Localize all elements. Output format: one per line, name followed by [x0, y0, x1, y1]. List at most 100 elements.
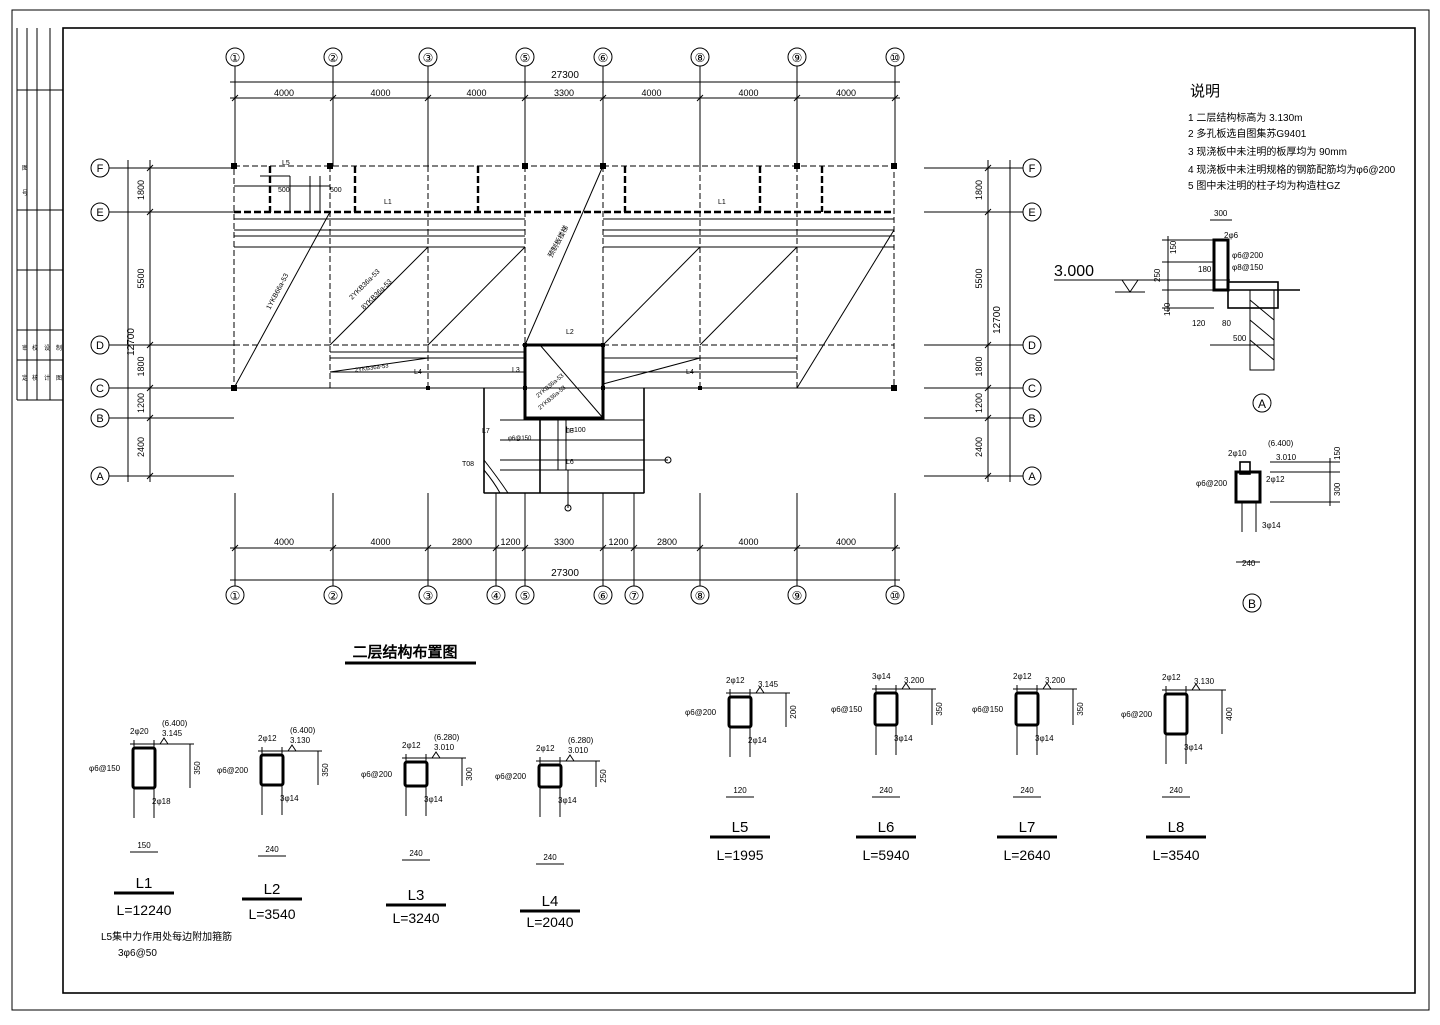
beam-length: L=2040 [526, 914, 573, 930]
svg-text:审: 审 [22, 344, 28, 352]
beam-stirrup [131, 746, 157, 790]
detail-b-rebar-side: 2φ12 [1266, 475, 1285, 484]
beam-length: L=3540 [1152, 847, 1199, 863]
axis-label: ② [328, 51, 339, 65]
detail-b-dim-240: 240 [1242, 559, 1256, 568]
dim-text-top: 4000 [836, 88, 856, 98]
dim-500b: 500 [330, 187, 342, 194]
beam-label-l8: L8 [566, 428, 574, 435]
beam-label-l1: L1 [384, 199, 392, 206]
axis-label: ⑤ [520, 51, 531, 65]
beam-stirrup [259, 753, 285, 787]
detail-a-dim-250: 250 [1153, 268, 1162, 282]
detail-a-dim-120: 120 [1192, 319, 1206, 328]
beam-top-rebar: 2φ20 [130, 727, 149, 736]
beam-level-value: 3.200 [904, 676, 925, 685]
beam-level-value: 3.200 [1045, 676, 1066, 685]
column [426, 386, 430, 390]
detail-b-mark: B [1248, 597, 1256, 611]
beam-length: L=5940 [862, 847, 909, 863]
dim-tick [146, 384, 154, 392]
axis-label: ⑩ [890, 51, 901, 65]
dim-tick [521, 544, 529, 552]
beam-level-lower: 3.010 [568, 746, 589, 755]
beam-height-dim: 250 [599, 769, 608, 783]
beam-level-value: 3.130 [1194, 677, 1215, 686]
dim-tick [521, 94, 529, 102]
dim-text-top: 4000 [738, 88, 758, 98]
plan-labels: L1 L1 L2 L3 L4 L4 L5 L7 L8 L6 500 500 h=… [266, 160, 726, 468]
beam-height-dim: 350 [935, 702, 944, 716]
detail-a: 3.000 300 150 250 180 100 120 80 500 2φ6… [1054, 209, 1300, 413]
dim-tick [984, 384, 992, 392]
beam-name: L1 [136, 875, 153, 892]
beam-bottom-rebar: 3φ14 [280, 794, 299, 803]
beam-level-lower: 3.145 [162, 729, 183, 738]
dim-tick [492, 544, 500, 552]
dim-text-top: 4000 [466, 88, 486, 98]
svg-text:计: 计 [44, 374, 50, 382]
note-5: 5 图中未注明的柱子均为构造柱GZ [1188, 179, 1340, 192]
dim-text-bottom: 2800 [657, 537, 677, 547]
title-strip: 图 号 审 定 校 核 设 计 制 图 [16, 28, 63, 401]
beam-width-dim: 240 [1020, 786, 1034, 795]
dim-tick [146, 341, 154, 349]
beam-level-mark [565, 754, 575, 762]
beam-note-line1: L5集中力作用处每边附加箍筋 [101, 930, 232, 943]
beam-level-mark [1191, 683, 1201, 691]
axis-label: ⑥ [598, 589, 609, 603]
row-axis-label-left: B [96, 413, 103, 425]
dim-text-right: 1200 [974, 393, 984, 413]
beam-top-rebar: 2φ12 [536, 744, 555, 753]
detail-a-level: 3.000 [1054, 263, 1094, 280]
dim-text-bottom: 4000 [370, 537, 390, 547]
beam-height-dim: 300 [465, 767, 474, 781]
beam-height-dim: 350 [193, 761, 202, 775]
detail-a-dim-100: 100 [1163, 302, 1172, 316]
dim-text-bottom: 2800 [452, 537, 472, 547]
beam-level-mark [159, 737, 169, 745]
beam-level-lower: 3.010 [434, 743, 455, 752]
beam-label-l1b: L1 [718, 199, 726, 206]
beam-level-value: 3.145 [758, 680, 779, 689]
detail-a-rebar-1: 2φ6 [1224, 231, 1239, 240]
overall-dim-bottom: 27300 [551, 568, 579, 579]
svg-text:校: 校 [32, 344, 38, 352]
beam-label-l3: L3 [512, 367, 520, 374]
stair-core [483, 343, 672, 512]
row-axis-label-left: C [96, 383, 104, 395]
axis-label: ③ [423, 51, 434, 65]
detail-a-dim-180: 180 [1198, 265, 1212, 274]
slab-thickness: h=100 [566, 427, 586, 434]
detail-b-stirrup: φ6@200 [1196, 479, 1228, 488]
rebar-label-plan: φ6@150 [508, 436, 532, 442]
dim-text-right: 2400 [974, 437, 984, 457]
row-axis-label-left: D [96, 340, 104, 352]
row-axis-label-right: E [1028, 207, 1035, 219]
column [327, 163, 333, 169]
beam-height-dim: 350 [1076, 702, 1085, 716]
beam-sections-left: 2φ20φ6@1502φ18(6.400)3.145350150L1L=1224… [89, 719, 608, 930]
beam-width-dim: 240 [1169, 786, 1183, 795]
slab-diagonals [233, 165, 895, 389]
plan-outline [233, 165, 895, 389]
column [794, 163, 800, 169]
dim-tick [793, 544, 801, 552]
notes-block: 说明 1 二层结构标高为 3.130m 2 多孔板选自图集苏G9401 3 现浇… [1188, 83, 1396, 192]
column [231, 163, 237, 169]
beam-bottom-rebar: 3φ14 [558, 796, 577, 805]
detail-a-dim-300: 300 [1214, 209, 1228, 218]
dim-tick [146, 164, 154, 172]
dim-text-bottom: 3300 [554, 537, 574, 547]
beam-level-upper: (6.280) [568, 736, 594, 745]
beam-level-mark [431, 751, 441, 759]
beam-length: L=1995 [716, 847, 763, 863]
stair-label: T08 [462, 461, 474, 468]
notes-heading: 说明 [1190, 83, 1220, 100]
beam-name: L3 [408, 887, 425, 904]
beam-top-rebar: 2φ12 [726, 676, 745, 685]
